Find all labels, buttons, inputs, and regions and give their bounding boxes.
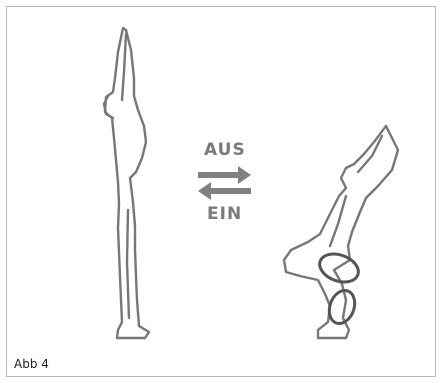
squatting-figure-arm-line <box>358 136 382 172</box>
exhale-label: AUS <box>204 140 246 160</box>
breathing-arrows <box>198 166 251 200</box>
standing-figure-leg-line <box>127 210 129 318</box>
squatting-figure-torso-line <box>330 196 346 246</box>
figure-caption: Abb 4 <box>14 357 49 371</box>
squatting-figure-outline <box>284 126 398 338</box>
inhale-label: EIN <box>207 204 242 224</box>
standing-figure <box>104 28 149 338</box>
standing-figure-arm-line <box>122 34 126 100</box>
squatting-figure <box>284 126 398 338</box>
arrow-right-icon <box>198 166 251 184</box>
standing-figure-head <box>104 96 113 118</box>
arrow-left-icon <box>198 182 251 200</box>
knee-highlight <box>325 287 359 327</box>
